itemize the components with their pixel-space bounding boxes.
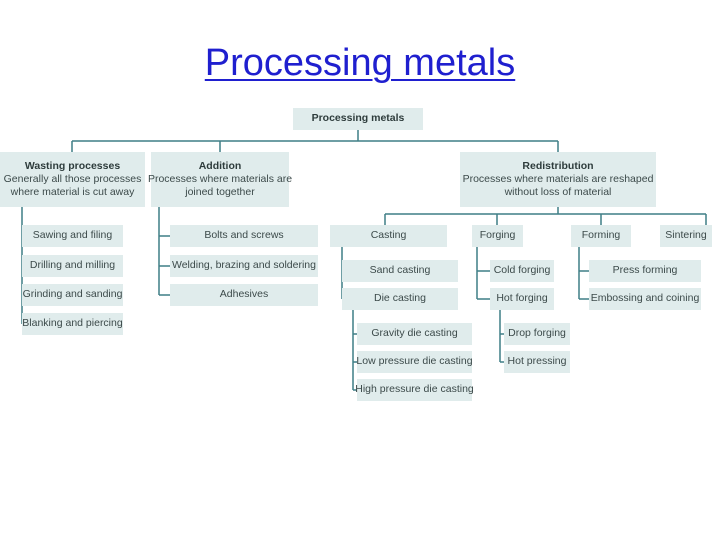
node-forming: Forming <box>571 225 631 247</box>
node-forging-item: Cold forging <box>490 260 554 282</box>
connector-die-casting <box>352 310 360 391</box>
node-die-casting-item: Gravity die casting <box>357 323 472 345</box>
connector-forging <box>476 247 492 300</box>
node-die-casting-item: High pressure die casting <box>355 379 474 401</box>
page-title: Processing metals <box>204 42 516 84</box>
node-addition-desc-2: joined together <box>185 186 255 199</box>
node-wasting-desc-1: Generally all those processes <box>3 172 142 185</box>
node-addition-desc-1: Processes where materials are <box>147 172 293 185</box>
node-redistribution: Redistribution Processes where materials… <box>460 152 656 207</box>
node-addition-item: Welding, brazing and soldering <box>170 255 318 277</box>
node-forging: Forging <box>472 225 523 247</box>
node-hot-forging-item: Hot pressing <box>504 351 570 373</box>
node-wasting-title: Wasting processes <box>24 159 121 172</box>
node-wasting: Wasting processes Generally all those pr… <box>0 152 145 207</box>
node-wasting-item: Grinding and sanding <box>22 284 123 306</box>
node-wasting-item: Sawing and filing <box>22 225 123 247</box>
connector-root <box>71 130 559 152</box>
node-forming-item: Press forming <box>589 260 701 282</box>
node-root: Processing metals <box>293 108 423 130</box>
node-hot-forging-item: Drop forging <box>504 323 570 345</box>
connector-hot-forging <box>499 310 504 363</box>
node-root-label: Processing metals <box>311 112 405 125</box>
node-wasting-item: Blanking and piercing <box>22 313 123 335</box>
node-redistribution-desc-2: without loss of material <box>504 186 612 199</box>
node-addition: Addition Processes where materials are j… <box>147 152 293 207</box>
node-addition-item: Adhesives <box>170 284 318 306</box>
node-addition-item: Bolts and screws <box>170 225 318 247</box>
connector-redistribution <box>384 207 707 225</box>
node-casting-item: Sand casting <box>342 260 458 282</box>
node-forging-item: Hot forging <box>490 288 554 310</box>
connector-forming <box>578 247 589 300</box>
connector-addition <box>158 207 170 296</box>
node-wasting-desc-2: where material is cut away <box>10 186 135 199</box>
node-redistribution-title: Redistribution <box>522 159 594 172</box>
node-forming-item: Embossing and coining <box>589 288 701 310</box>
node-casting-item: Die casting <box>342 288 458 310</box>
node-sintering: Sintering <box>660 225 712 247</box>
node-wasting-item: Drilling and milling <box>22 255 123 277</box>
node-addition-title: Addition <box>198 159 242 172</box>
node-redistribution-desc-1: Processes where materials are reshaped <box>462 172 654 185</box>
node-casting: Casting <box>330 225 447 247</box>
node-die-casting-item: Low pressure die casting <box>356 351 473 373</box>
